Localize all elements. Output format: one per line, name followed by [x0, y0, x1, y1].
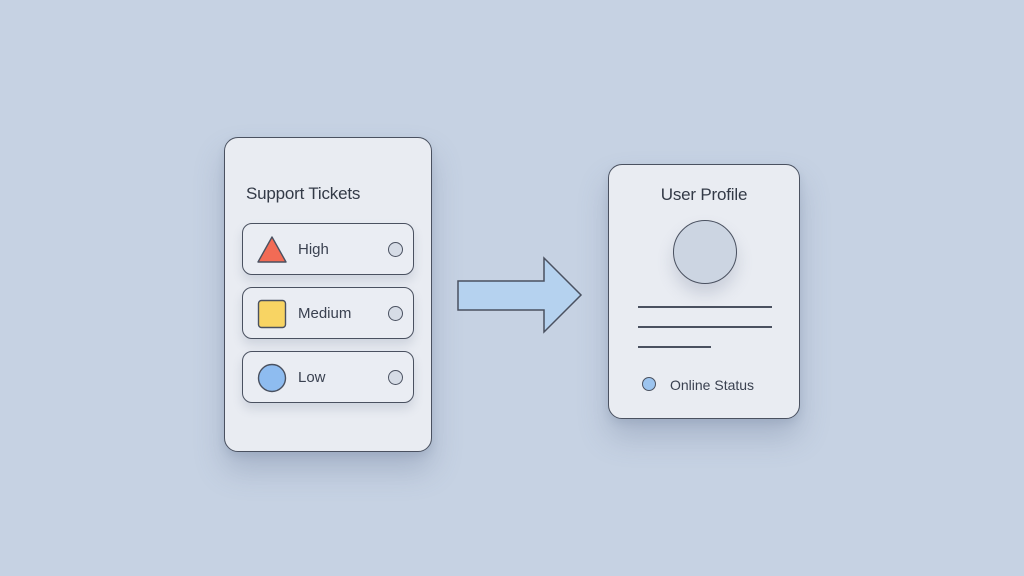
ticket-item-low[interactable]: Low — [242, 351, 414, 403]
ticket-label: High — [298, 241, 329, 258]
avatar — [673, 220, 737, 284]
support-tickets-title: Support Tickets — [246, 184, 361, 203]
user-profile-title: User Profile — [660, 185, 748, 204]
ticket-item-medium[interactable]: Medium — [242, 287, 414, 339]
text-placeholder-line — [638, 326, 772, 328]
text-placeholder-line — [638, 346, 711, 348]
triangle-icon — [257, 236, 287, 263]
support-tickets-card: Support Tickets High Medium Low — [224, 137, 432, 452]
text-placeholder-line — [638, 306, 772, 308]
user-profile-card: User Profile Online Status — [608, 164, 800, 419]
arrow-right-icon — [457, 256, 583, 334]
ticket-radio[interactable] — [388, 306, 403, 321]
ticket-label: Medium — [298, 305, 352, 322]
online-status-icon — [642, 377, 656, 391]
ticket-radio[interactable] — [388, 242, 403, 257]
square-icon — [257, 299, 287, 329]
circle-icon — [257, 363, 287, 393]
ticket-label: Low — [298, 369, 326, 386]
ticket-radio[interactable] — [388, 370, 403, 385]
online-status-label: Online Status — [670, 377, 755, 393]
ticket-item-high[interactable]: High — [242, 223, 414, 275]
